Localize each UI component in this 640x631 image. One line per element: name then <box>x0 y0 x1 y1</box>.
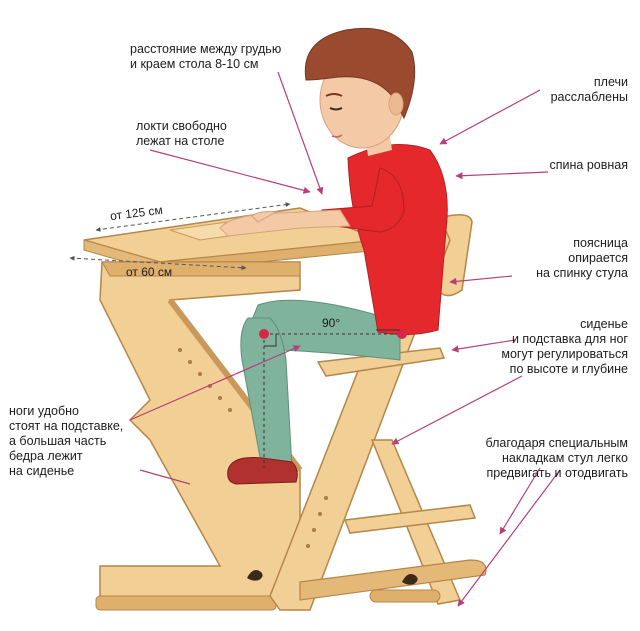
leader-pads-1 <box>499 467 541 535</box>
desk-logo-horse-icon <box>247 570 263 581</box>
boy-shoe <box>227 457 298 485</box>
boy-ear <box>388 92 404 116</box>
label-back: спина ровная <box>549 158 629 172</box>
leader-seat <box>451 339 516 353</box>
dimension-lines <box>69 202 407 468</box>
boy-eye <box>329 107 343 111</box>
chair-footrest <box>343 504 477 534</box>
chair-logo-horse-icon <box>402 574 418 585</box>
leader-chest <box>277 71 324 195</box>
desk-depth-line <box>69 255 247 271</box>
label-lower-back: поясница опирается на спинку стула <box>536 236 628 280</box>
label-chest-distance: расстояние между грудью и краем стола 8-… <box>130 42 282 71</box>
knee-point <box>259 329 269 339</box>
boy-shirt <box>347 144 448 336</box>
leader-elbows <box>149 149 311 194</box>
label-legs: ноги удобно стоят на подставке, а больша… <box>9 404 124 478</box>
label-elbows: локти свободно лежат на столе <box>136 119 227 148</box>
label-desk-depth: от 60 см <box>126 265 173 279</box>
chair-base <box>299 559 487 601</box>
hip-point <box>397 329 407 339</box>
knee-right-angle <box>264 334 277 347</box>
boy <box>219 27 448 485</box>
leader-shoulders <box>439 89 541 145</box>
leader-base <box>139 469 191 485</box>
leader-legs <box>129 345 301 421</box>
boy-hair <box>304 27 416 120</box>
leader-footrest <box>391 375 523 445</box>
label-shoulders: плечи расслаблены <box>550 75 628 104</box>
boy-brow <box>325 93 343 97</box>
desk-holes <box>178 348 232 412</box>
label-knee-angle: 90° <box>322 316 341 330</box>
label-pads: благодаря специальным накладкам стул лег… <box>485 436 628 480</box>
label-adjustable: сиденье и подставка для ног могут регули… <box>501 317 628 376</box>
leader-lines <box>129 71 561 607</box>
leader-back <box>455 171 549 180</box>
boy-mouth <box>331 134 343 138</box>
leader-lower-back <box>449 275 513 285</box>
leader-pads-2 <box>457 469 561 607</box>
desk-foot <box>95 595 277 611</box>
desk-width-line <box>95 202 291 232</box>
chair-pad <box>369 589 441 603</box>
